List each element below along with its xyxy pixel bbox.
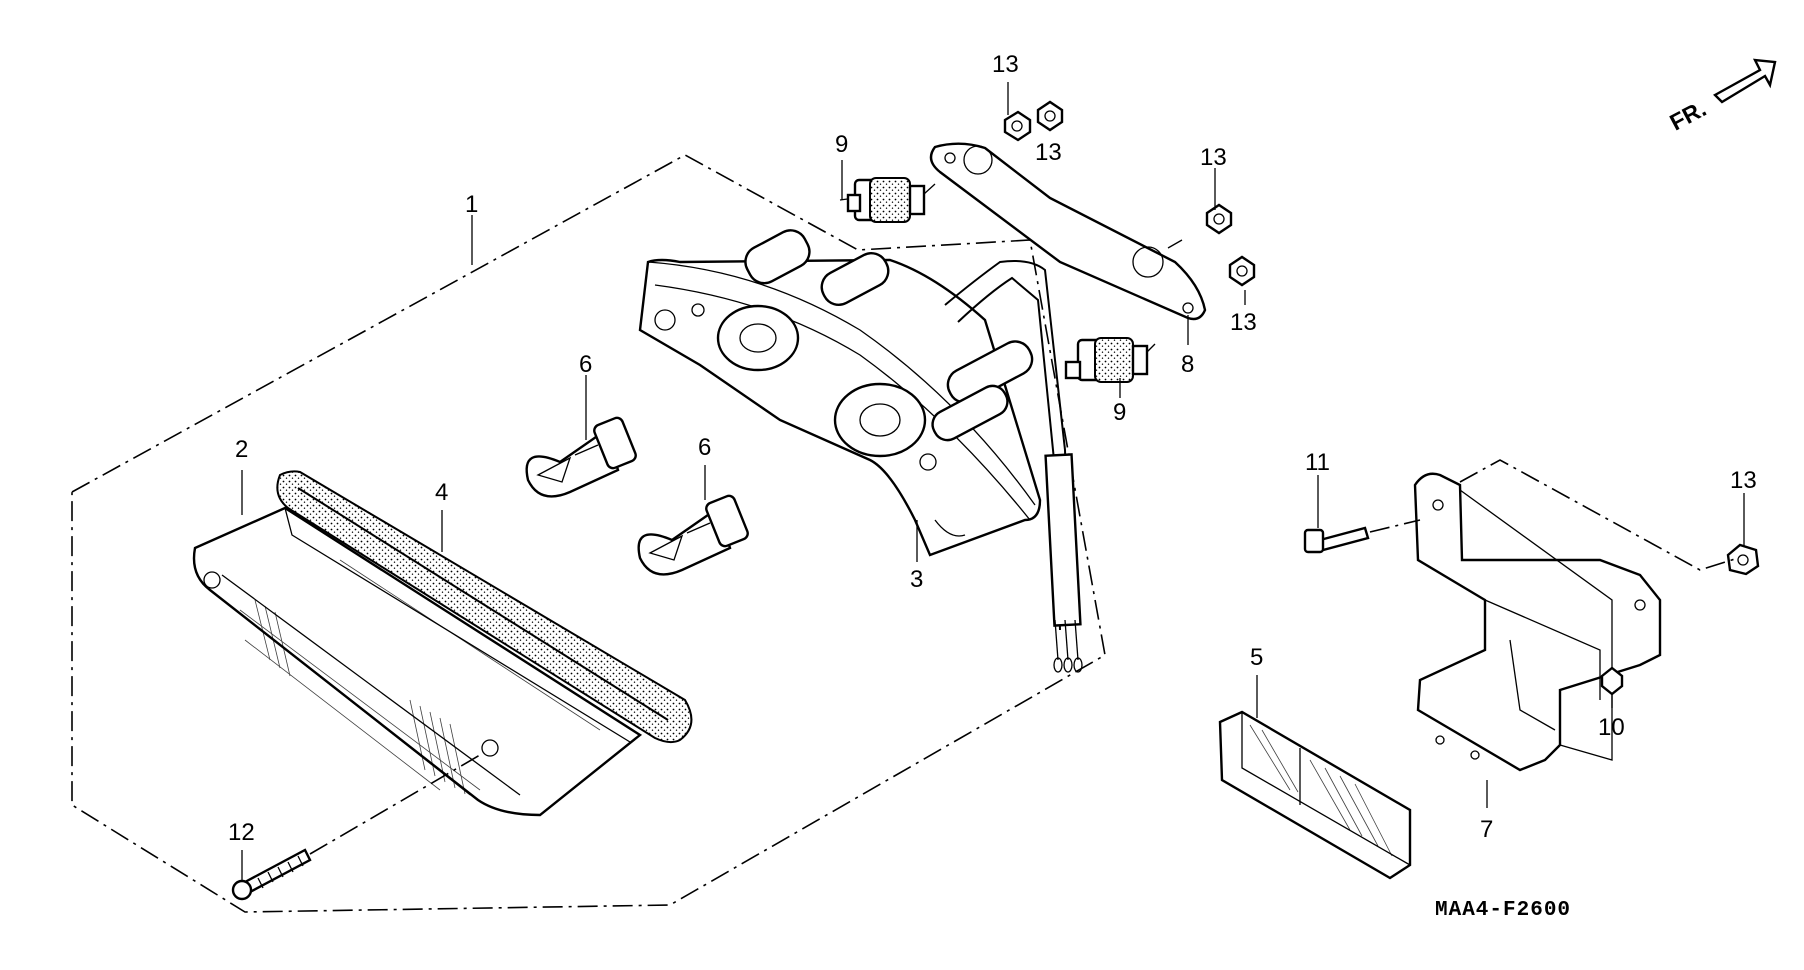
light-case [638, 229, 1083, 673]
rubber-mount-lower [1064, 337, 1156, 383]
mounting-plate [929, 142, 1207, 321]
leader-lines [241, 82, 1745, 880]
callout-10: 10 [1598, 714, 1625, 741]
callout-13-d: 13 [1230, 309, 1257, 336]
nut-10 [1600, 666, 1624, 696]
callout-8: 8 [1181, 351, 1194, 378]
callout-13-a: 13 [992, 51, 1019, 78]
tail-lens [192, 506, 643, 817]
nut-13-a [1003, 110, 1032, 142]
rubber-mount-upper [839, 177, 936, 223]
front-direction-arrow: FR. [1665, 58, 1777, 136]
callout-labels: 1 2 3 4 5 6 6 7 8 9 9 10 11 12 13 13 13 … [228, 51, 1757, 846]
drawing-code: MAA4-F2600 [1435, 899, 1571, 922]
bulb-lower [637, 494, 749, 576]
callout-6-lower: 6 [698, 434, 711, 461]
callout-6-upper: 6 [579, 351, 592, 378]
lens-gasket [276, 470, 693, 744]
callout-13-b: 13 [1035, 139, 1062, 166]
callout-9-upper: 9 [835, 131, 848, 158]
bolt-11 [1303, 519, 1421, 554]
callout-12: 12 [228, 819, 255, 846]
nut-13-c [1205, 203, 1233, 235]
callout-11: 11 [1305, 449, 1330, 476]
callout-5: 5 [1250, 644, 1263, 671]
callout-2: 2 [235, 436, 248, 463]
nut-13-b [1036, 100, 1064, 132]
callout-13-e: 13 [1730, 467, 1757, 494]
callout-13-c: 13 [1200, 144, 1227, 171]
callout-7: 7 [1480, 816, 1493, 843]
front-label: FR. [1665, 95, 1710, 135]
nut-13-e [1726, 543, 1760, 576]
callout-1: 1 [465, 191, 478, 218]
callout-4: 4 [435, 479, 448, 506]
license-bracket [1413, 459, 1739, 772]
callout-9-lower: 9 [1113, 399, 1126, 426]
callout-3: 3 [910, 566, 923, 593]
reflector [1218, 710, 1412, 880]
screw-12 [231, 754, 481, 901]
nut-13-d [1228, 255, 1256, 287]
bulb-upper [525, 416, 637, 498]
